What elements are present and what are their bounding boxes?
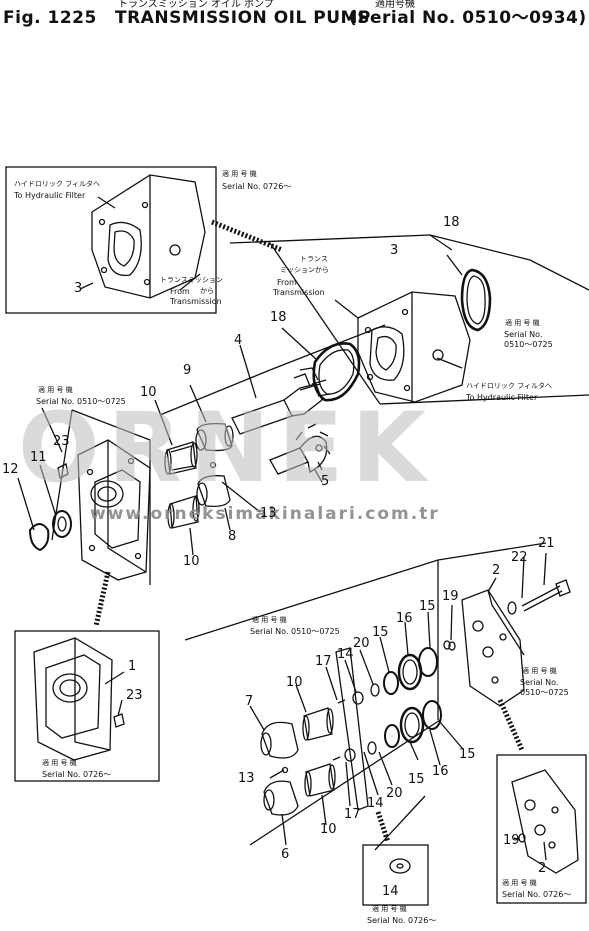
left-serial-jp: 適 用 号 機 [38,386,73,394]
washer-inset-serial: Serial No. 0726～ [367,916,437,925]
part-number-10: 10 [183,554,200,569]
main-kara-jp: ミッションから [280,266,329,274]
part-number-5: 5 [321,474,330,489]
figure-number: Fig. 1225 [3,8,97,28]
part-number-22: 22 [511,550,528,565]
inset-from-kara: から [200,287,214,295]
inset-to-filter: To Hydraulic Filter [14,191,86,200]
left-serial: Serial No. 0510～0725 [36,397,126,406]
part-number-17: 17 [344,807,361,822]
lower-serial-jp: 適 用 号 機 [252,616,287,624]
part-number-14: 14 [382,884,399,899]
plate-serial-1: Serial No. [520,678,559,687]
part-number-10: 10 [320,822,337,837]
part-number-17: 17 [315,654,332,669]
part-number-23: 23 [53,434,70,449]
main-transmission: Transmission [273,288,325,297]
part-number-15: 15 [408,772,425,787]
inset-filter-jp: ハイドロリック フィルタへ [14,180,100,188]
inset-from-jp: トランスミッション [160,276,223,284]
part-number-19: 19 [503,833,520,848]
part-number-8: 8 [228,529,237,544]
main-serial-2: 0510～0725 [504,340,553,349]
part-number-6: 6 [281,847,290,862]
plate-inset-serial: Serial No. 0726～ [502,890,572,899]
part-number-12: 12 [2,462,19,477]
main-serial-jp: 適 用 号 機 [505,319,540,327]
part-number-10: 10 [286,675,303,690]
figure-serial-range: (Serial No. 0510～0934) [349,8,587,28]
plate-serial-jp: 適 用 号 機 [522,667,557,675]
part-number-16: 16 [432,764,449,779]
part-number-13: 13 [238,771,255,786]
main-trans-jp: トランス [300,255,328,263]
part-number-2: 2 [538,861,547,876]
plate-serial-2: 0510～0725 [520,688,569,697]
part-number-20: 20 [353,636,370,651]
main-serial-1: Serial No. [504,330,543,339]
part-number-15: 15 [459,747,476,762]
washer-inset-serial-jp: 適 用 号 機 [372,905,407,913]
watermark-logo: ORNEK [18,392,434,504]
part-number-21: 21 [538,536,555,551]
part-number-14: 14 [367,796,384,811]
inset-transmission: Transmission [170,297,222,306]
part-number-10: 10 [140,385,157,400]
inset-frame-top [5,166,217,314]
part-number-20: 20 [386,786,403,801]
part-number-19: 19 [442,589,459,604]
part-number-1: 1 [128,659,137,674]
part-number-18: 18 [270,310,287,325]
part-number-15: 15 [419,599,436,614]
part-number-14: 14 [337,647,354,662]
title-top-cut-jp: トランスミッション オイル ポンプ [118,0,274,10]
part-number-13: 13 [260,506,277,521]
inset-serial: Serial No. 0726～ [222,182,292,191]
part-number-16: 16 [396,611,413,626]
part-number-23: 23 [126,688,143,703]
title-top-cut-jp2: 適用号機 [375,0,415,10]
cover-inset-serial-jp: 適 用 号 機 [42,759,77,767]
part-number-18: 18 [443,215,460,230]
cover-inset-serial: Serial No. 0726～ [42,770,112,779]
main-from: From [277,278,297,287]
part-number-9: 9 [183,363,192,378]
main-filter-jp: ハイドロリック フィルタへ [466,382,552,390]
inset-from: From [170,287,190,296]
lower-serial: Serial No. 0510～0725 [250,627,340,636]
part-number-2: 2 [492,563,501,578]
part-number-11: 11 [30,450,47,465]
figure-title: TRANSMISSION OIL PUMP [115,8,371,28]
part-number-7: 7 [245,694,254,709]
watermark-url: www.orneksimakinalari.com.tr [90,504,440,524]
part-number-15: 15 [372,625,389,640]
part-number-3: 3 [74,281,83,296]
inset-serial-jp: 適 用 号 機 [222,170,257,178]
plate-inset-serial-jp: 適 用 号 機 [502,879,537,887]
part-number-3: 3 [390,243,399,258]
main-to-filter: To Hydraulic Filter [466,393,538,402]
part-number-4: 4 [234,333,243,348]
